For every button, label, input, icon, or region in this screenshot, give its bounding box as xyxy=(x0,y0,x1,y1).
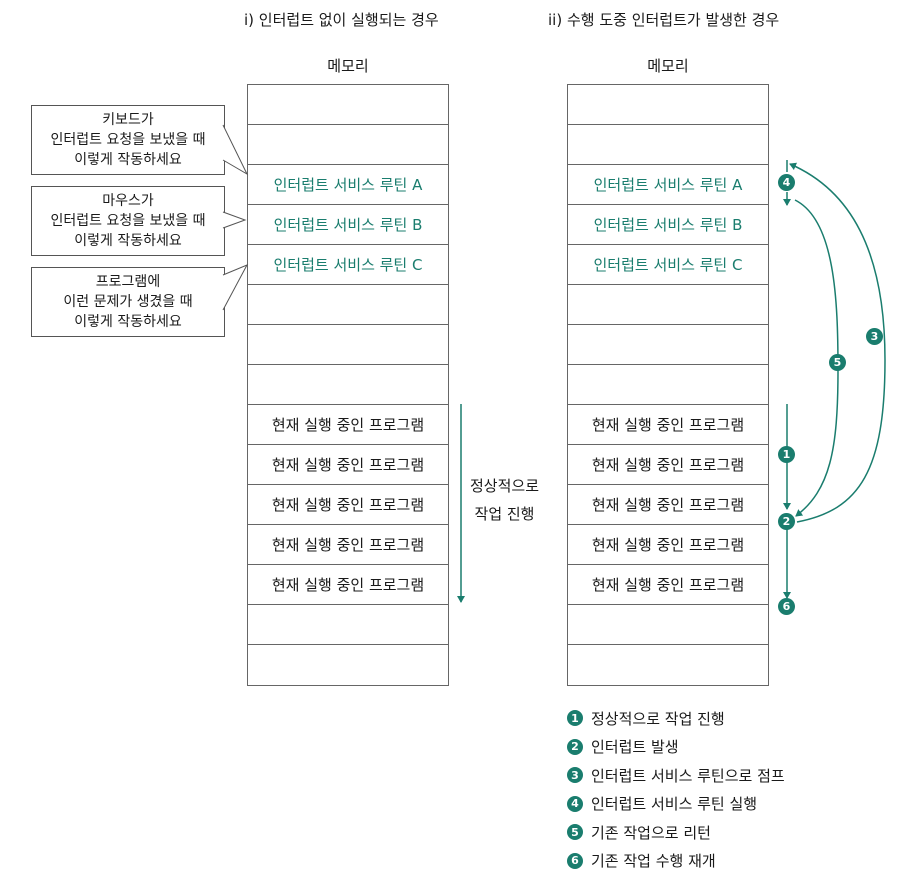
memory-cell xyxy=(248,605,448,645)
memory-cell: 현재 실행 중인 프로그램 xyxy=(568,525,768,565)
legend-item: 1 정상적으로 작업 진행 xyxy=(567,704,785,733)
legend-number-badge: 5 xyxy=(567,824,583,841)
callout-line: 이렇게 작동하세요 xyxy=(74,314,182,330)
right-memory-label: 메모리 xyxy=(647,57,689,75)
marker-2: 2 xyxy=(778,513,795,530)
memory-cell: 인터럽트 서비스 루틴 A xyxy=(568,165,768,205)
memory-cell xyxy=(248,325,448,365)
legend-item: 6 기존 작업 수행 재개 xyxy=(567,847,785,876)
normal-progress-note: 정상적으로 작업 진행 xyxy=(470,472,539,528)
memory-cell xyxy=(568,285,768,325)
memory-cell xyxy=(248,85,448,125)
marker-3: 3 xyxy=(866,328,883,345)
memory-cell: 인터럽트 서비스 루틴 C xyxy=(568,245,768,285)
memory-cell: 현재 실행 중인 프로그램 xyxy=(248,525,448,565)
memory-cell: 현재 실행 중인 프로그램 xyxy=(248,565,448,605)
callout-pointer-c xyxy=(222,264,249,311)
memory-cell xyxy=(248,365,448,405)
memory-cell xyxy=(248,125,448,165)
legend-number-badge: 1 xyxy=(567,710,583,727)
legend-number-badge: 3 xyxy=(567,767,583,784)
callout-pointer-a xyxy=(222,124,249,176)
callout-line: 마우스가 xyxy=(102,193,154,209)
legend-text: 기존 작업 수행 재개 xyxy=(591,852,716,871)
legend-item: 3 인터럽트 서비스 루틴으로 점프 xyxy=(567,761,785,790)
legend: 1 정상적으로 작업 진행 2 인터럽트 발생 3 인터럽트 서비스 루틴으로 점프 4 인터… xyxy=(567,704,785,875)
memory-cell: 현재 실행 중인 프로그램 xyxy=(568,565,768,605)
callout-line: 키보드가 xyxy=(102,112,154,128)
memory-cell xyxy=(568,605,768,645)
legend-text: 인터럽트 서비스 루틴으로 점프 xyxy=(591,766,785,785)
callout-line: 인터럽트 요청을 보냈을 때 xyxy=(50,213,206,229)
memory-cell xyxy=(568,325,768,365)
callout-line: 인터럽트 요청을 보냈을 때 xyxy=(50,132,206,148)
memory-cell: 현재 실행 중인 프로그램 xyxy=(568,485,768,525)
memory-cell: 인터럽트 서비스 루틴 C xyxy=(248,245,448,285)
legend-text: 인터럽트 서비스 루틴 실행 xyxy=(591,795,758,814)
legend-item: 2 인터럽트 발생 xyxy=(567,733,785,762)
callout-line: 이렇게 작동하세요 xyxy=(74,152,182,168)
memory-cell: 현재 실행 중인 프로그램 xyxy=(568,405,768,445)
legend-number-badge: 2 xyxy=(567,738,583,755)
legend-number-badge: 6 xyxy=(567,852,583,869)
memory-cell: 현재 실행 중인 프로그램 xyxy=(248,445,448,485)
marker-5: 5 xyxy=(829,354,846,371)
callout-line: 이렇게 작동하세요 xyxy=(74,233,182,249)
memory-cell xyxy=(568,125,768,165)
memory-cell xyxy=(248,285,448,325)
memory-cell: 현재 실행 중인 프로그램 xyxy=(248,405,448,445)
memory-cell: 인터럽트 서비스 루틴 B xyxy=(248,205,448,245)
step3-curve xyxy=(789,162,886,523)
legend-text: 정상적으로 작업 진행 xyxy=(591,709,725,728)
memory-cell: 인터럽트 서비스 루틴 B xyxy=(568,205,768,245)
legend-text: 기존 작업으로 리턴 xyxy=(591,823,711,842)
normal-note-line-1: 정상적으로 xyxy=(470,477,540,495)
marker-1: 1 xyxy=(778,446,795,463)
left-memory-label: 메모리 xyxy=(327,57,369,75)
right-title: ii) 수행 도중 인터럽트가 발생한 경우 xyxy=(548,11,780,29)
legend-number-badge: 4 xyxy=(567,795,583,812)
memory-cell: 인터럽트 서비스 루틴 A xyxy=(248,165,448,205)
marker-6: 6 xyxy=(778,598,795,615)
legend-item: 5 기존 작업으로 리턴 xyxy=(567,818,785,847)
legend-item: 4 인터럽트 서비스 루틴 실행 xyxy=(567,790,785,819)
memory-cell: 현재 실행 중인 프로그램 xyxy=(248,485,448,525)
callout-line: 프로그램에 xyxy=(95,274,161,290)
legend-text: 인터럽트 발생 xyxy=(591,738,679,757)
memory-cell xyxy=(568,85,768,125)
left-title: i) 인터럽트 없이 실행되는 경우 xyxy=(244,11,439,29)
normal-note-line-2: 작업 진행 xyxy=(474,505,535,523)
marker-4: 4 xyxy=(778,174,795,191)
callout-pointer-b xyxy=(222,211,247,229)
memory-cell: 현재 실행 중인 프로그램 xyxy=(568,445,768,485)
callout-line: 이런 문제가 생겼을 때 xyxy=(63,294,193,310)
memory-cell xyxy=(568,365,768,405)
